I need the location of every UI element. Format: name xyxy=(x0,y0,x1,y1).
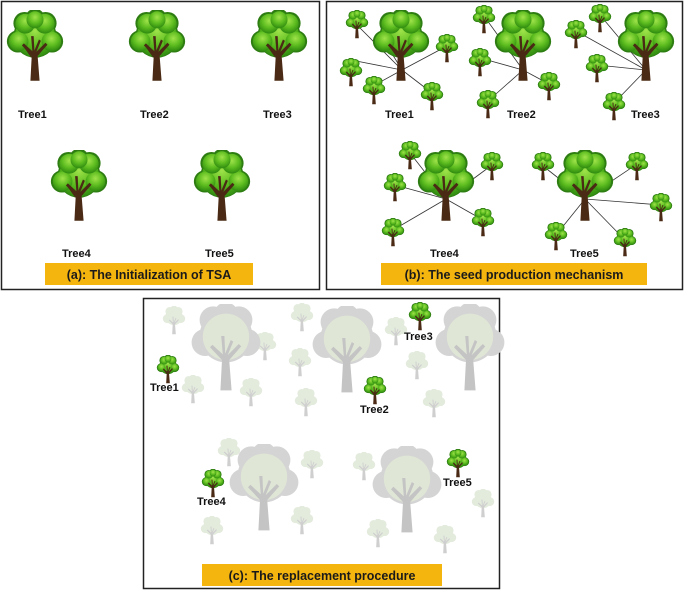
seedling-icon xyxy=(363,376,387,405)
panel-a-frame xyxy=(0,0,321,291)
seedling-icon xyxy=(435,34,459,63)
faded-tree-icon xyxy=(422,389,446,418)
seedling-icon xyxy=(476,90,500,119)
tree1-label: Tree1 xyxy=(150,382,179,394)
faded-tree-icon xyxy=(191,304,261,391)
caption-a: (a): The Initialization of TSA xyxy=(67,268,232,282)
tree-icon xyxy=(556,150,614,222)
seedling-icon xyxy=(588,4,612,33)
tree3-label: Tree3 xyxy=(631,109,660,121)
seedling-icon xyxy=(383,173,407,202)
seedling-icon xyxy=(156,355,180,384)
tree5-label: Tree5 xyxy=(570,248,599,260)
faded-tree-icon xyxy=(433,525,457,554)
seedling-icon xyxy=(625,152,649,181)
seedling-icon xyxy=(468,48,492,77)
tree-icon xyxy=(250,10,308,82)
faded-tree-icon xyxy=(366,519,390,548)
caption-b: (b): The seed production mechanism xyxy=(405,268,624,282)
tree-icon xyxy=(372,10,430,82)
caption-c-box xyxy=(202,564,442,586)
seedling-icon xyxy=(362,76,386,105)
faded-tree-icon xyxy=(290,303,314,332)
faded-tree-icon xyxy=(471,489,495,518)
faded-tree-icon xyxy=(435,304,505,391)
tree4-label: Tree4 xyxy=(430,248,460,260)
tree4-label: Tree4 xyxy=(62,248,92,260)
seedling-icon xyxy=(420,82,444,111)
tree2-label: Tree2 xyxy=(360,404,389,416)
seedling-icon xyxy=(649,193,673,222)
faded-tree-icon xyxy=(217,438,241,467)
tree2-label: Tree2 xyxy=(140,109,169,121)
tree-icon xyxy=(50,150,108,222)
tree3-label: Tree3 xyxy=(263,109,292,121)
tree5-label: Tree5 xyxy=(205,248,234,260)
seedling-icon xyxy=(480,152,504,181)
seedling-icon xyxy=(585,54,609,83)
tree1-label: Tree1 xyxy=(18,109,47,121)
faded-tree-icon xyxy=(352,452,376,481)
faded-tree-icon xyxy=(181,375,205,404)
faded-tree-icon xyxy=(162,306,186,335)
faded-tree-icon xyxy=(239,378,263,407)
tree-icon xyxy=(193,150,251,222)
seedling-icon xyxy=(398,141,422,170)
faded-tree-icon xyxy=(290,506,314,535)
seedling-icon xyxy=(339,58,363,87)
tree2-label: Tree2 xyxy=(507,109,536,121)
seedling-icon xyxy=(345,10,369,39)
seedling-icon xyxy=(381,218,405,247)
faded-tree-icon xyxy=(405,351,429,380)
seedling-icon xyxy=(613,228,637,257)
tree-icon xyxy=(6,10,64,82)
caption-a-box xyxy=(45,263,253,285)
caption-b-box xyxy=(381,263,647,285)
tree4-label: Tree4 xyxy=(197,496,227,508)
seedling-icon xyxy=(471,208,495,237)
tree1-label: Tree1 xyxy=(385,109,414,121)
faded-tree-icon xyxy=(300,450,324,479)
panel-c-frame xyxy=(142,297,501,590)
caption-c: (c): The replacement procedure xyxy=(229,569,416,583)
seedling-icon xyxy=(408,302,432,331)
tree5-label: Tree5 xyxy=(443,477,472,489)
seedling-icon xyxy=(544,222,568,251)
tree-icon xyxy=(128,10,186,82)
seedling-icon xyxy=(446,449,470,478)
seedling-icon xyxy=(602,92,626,121)
faded-tree-icon xyxy=(229,444,299,531)
tree-icon xyxy=(494,10,552,82)
faded-tree-icon xyxy=(294,388,318,417)
seedling-icon xyxy=(201,469,225,498)
panel-b: Tree1 Tree2 Tree3 Tree4 Tree5 (b): The s… xyxy=(339,4,675,285)
faded-tree-icon xyxy=(288,348,312,377)
seedling-icon xyxy=(531,152,555,181)
tree3-label: Tree3 xyxy=(404,331,433,343)
panel-a: Tree1 Tree2 Tree3 Tree4 Tree5 (a): The I… xyxy=(6,10,308,285)
seedling-icon xyxy=(564,20,588,49)
faded-tree-icon xyxy=(372,446,442,533)
panel-c: Tree1 Tree2 Tree3 Tree4 Tree5 (c): The r… xyxy=(150,302,505,586)
tree-icon xyxy=(617,10,675,82)
panel-b-frame xyxy=(325,0,684,291)
seedling-icon xyxy=(472,5,496,34)
faded-tree-icon xyxy=(200,516,224,545)
seedling-icon xyxy=(537,72,561,101)
